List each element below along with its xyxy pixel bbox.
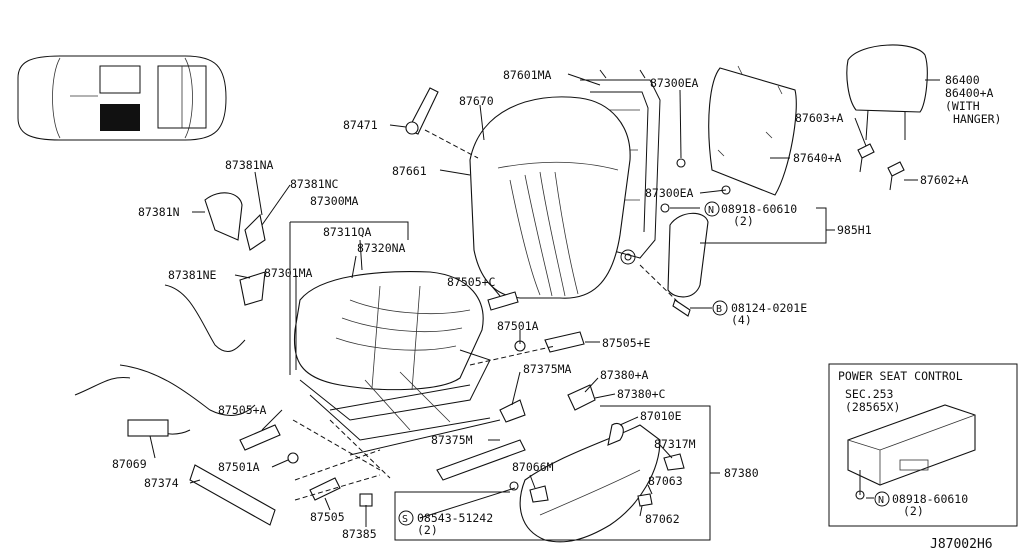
wire-harness: [74, 284, 256, 437]
label-08543-qty: (2): [417, 523, 438, 537]
label-87385: 87385: [342, 527, 377, 541]
label-86400: 86400: [945, 73, 980, 87]
headrest: [846, 44, 928, 141]
symbol-circles: [398, 201, 890, 526]
label-hanger: HANGER): [953, 112, 1001, 126]
label-08543: 08543-51242: [417, 511, 493, 525]
leader-lines: [149, 73, 940, 541]
label-87374: 87374: [144, 476, 179, 490]
label-87640a: 87640+A: [793, 151, 842, 165]
label-87505e: 87505+E: [602, 336, 651, 350]
label-08918-top-qty: (2): [733, 214, 754, 228]
power-seat-control-ref: (28565X): [845, 400, 900, 414]
front-finisher: [189, 464, 276, 526]
label-87380c: 87380+C: [617, 387, 666, 401]
symbol-s: S: [402, 514, 408, 525]
label-87010e: 87010E: [640, 409, 682, 423]
label-08124: 08124-0201E: [731, 301, 807, 315]
symbol-n-top: N: [708, 205, 714, 216]
label-87381n: 87381N: [138, 205, 180, 219]
label-87300ea-mid: 87300EA: [645, 186, 694, 200]
label-87381nc: 87381NC: [290, 177, 339, 191]
label-985h1: 985H1: [837, 223, 872, 237]
back-board: [708, 65, 797, 196]
label-87670: 87670: [459, 94, 494, 108]
label-87380: 87380: [724, 466, 759, 480]
seat-cushion: [293, 271, 484, 391]
part-labels: 87601MA 87300EA 86400 86400+A (WITH HANG…: [112, 68, 1001, 541]
label-87661: 87661: [392, 164, 427, 178]
label-87471: 87471: [343, 118, 378, 132]
label-87317m: 87317M: [654, 437, 696, 451]
diagram-id: J87002H6: [930, 537, 993, 552]
label-08918-box: 08918-60610: [892, 492, 968, 506]
label-87300ma: 87300MA: [310, 194, 359, 208]
label-87505a: 87505+A: [218, 403, 267, 417]
small-covers: [204, 192, 685, 507]
label-87069: 87069: [112, 457, 147, 471]
label-87062: 87062: [645, 512, 680, 526]
label-87501a-bot: 87501A: [218, 460, 260, 474]
power-seat-control-module: [847, 404, 976, 495]
label-87602a: 87602+A: [920, 173, 969, 187]
label-87320na: 87320NA: [357, 241, 406, 255]
label-87375ma: 87375MA: [523, 362, 572, 376]
assembly-guides: [292, 129, 679, 501]
label-87381ne: 87381NE: [168, 268, 217, 282]
label-87381na: 87381NA: [225, 158, 274, 172]
label-08918-top: 08918-60610: [721, 202, 797, 216]
label-87375m: 87375M: [431, 433, 473, 447]
label-87311qa: 87311QA: [323, 225, 372, 239]
label-87301ma: 87301MA: [264, 266, 313, 280]
seat-frame-rails: [299, 349, 501, 456]
seat-side-shield: [519, 424, 661, 543]
fasteners: [287, 158, 865, 500]
symbol-b: B: [716, 304, 722, 315]
label-87063: 87063: [648, 474, 683, 488]
label-87300ea-top: 87300EA: [650, 76, 699, 90]
label-with: (WITH: [945, 99, 980, 113]
seat-back-cushion: [469, 96, 631, 299]
label-87505: 87505: [310, 510, 345, 524]
label-87501a-top: 87501A: [497, 319, 539, 333]
label-08124-qty: (4): [731, 313, 752, 327]
power-seat-control-sec: SEC.253: [845, 387, 894, 401]
seat-trim-cover: [436, 439, 526, 481]
vehicle-locator: [17, 55, 227, 141]
highlighted-seat-marker: [100, 104, 140, 131]
label-08918-box-qty: (2): [903, 504, 924, 518]
label-87505c: 87505+C: [447, 275, 496, 289]
label-87601ma: 87601MA: [503, 68, 552, 82]
symbol-n-box: N: [878, 495, 884, 506]
label-86400a: 86400+A: [945, 86, 994, 100]
label-87380a: 87380+A: [600, 368, 649, 382]
recliner-lever: [405, 87, 439, 135]
side-airbag-module: [667, 212, 709, 298]
power-seat-control-title: POWER SEAT CONTROL: [838, 369, 963, 383]
headrest-guides: [857, 143, 905, 191]
label-87066m: 87066M: [512, 460, 554, 474]
power-seat-control-box: [828, 363, 1018, 527]
label-87603a: 87603+A: [795, 111, 844, 125]
